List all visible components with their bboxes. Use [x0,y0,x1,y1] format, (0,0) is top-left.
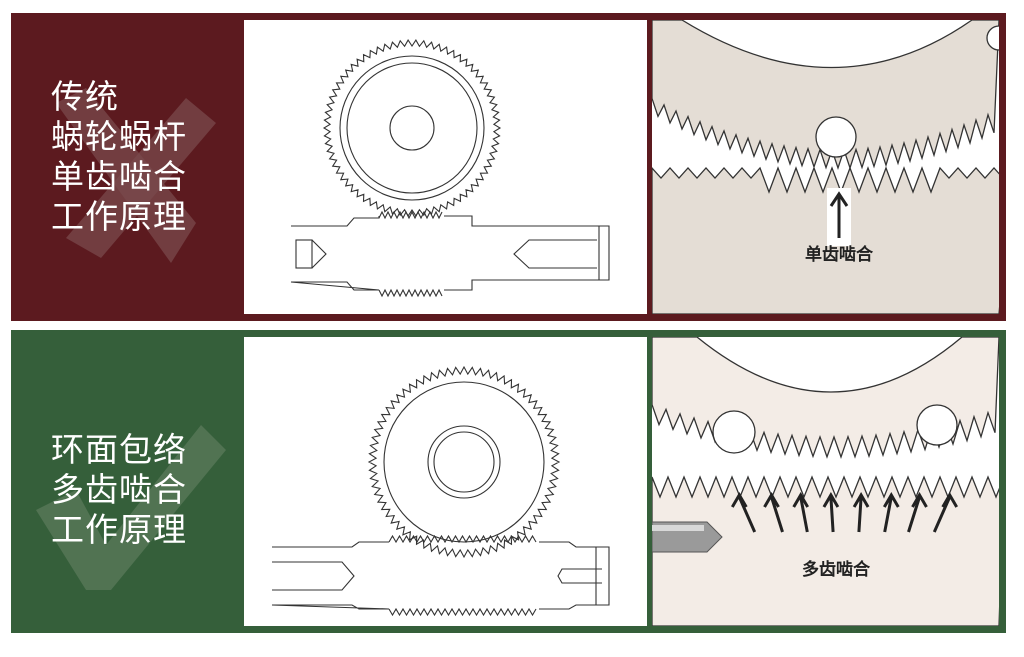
label-area: 传统 蜗轮蜗杆 单齿啮合 工作原理 [11,13,241,321]
worm-segment [652,475,999,626]
mesh-arrow [932,492,958,533]
mesh-detail: 单齿啮合 [652,20,999,314]
envelope-worm-panel: 环面包络 多齿啮合 工作原理 [11,330,1006,633]
worm-segment [652,166,999,314]
gear-segment [652,20,999,171]
traditional-worm-panel: 传统 蜗轮蜗杆 单齿啮合 工作原理 [11,13,1006,321]
mesh-arrow [731,492,757,533]
mesh-arrow [792,492,809,533]
gear-teeth-outline [367,365,561,559]
check-icon [36,425,226,590]
mesh-caption: 多齿啮合 [802,560,870,580]
mesh-arrow [852,492,870,533]
mesh-arrow [763,492,784,533]
label-title: 传统 蜗轮蜗杆 单齿啮合 工作原理 [51,77,187,236]
gear-teeth-outline [322,39,502,217]
technical-drawing [244,337,647,626]
mesh-caption: 单齿啮合 [805,245,873,265]
multi-tooth-mesh-detail [652,337,999,626]
technical-drawing [244,20,647,314]
mesh-arrow [907,492,928,533]
mesh-arrows [731,492,958,533]
mesh-detail: 多齿啮合 [652,337,999,626]
worm-thread-teeth [378,210,443,220]
label-title: 环面包络 多齿啮合 工作原理 [51,430,187,549]
single-tooth-mesh-detail [652,20,999,314]
mesh-arrow [883,492,900,533]
mesh-arrow [822,492,840,533]
worm-gear-drawing [290,39,610,298]
worm-thread-teeth [388,534,537,544]
cross-icon [56,88,216,263]
label-area: 环面包络 多齿啮合 工作原理 [11,330,241,633]
envelope-gear-drawing [271,365,610,617]
